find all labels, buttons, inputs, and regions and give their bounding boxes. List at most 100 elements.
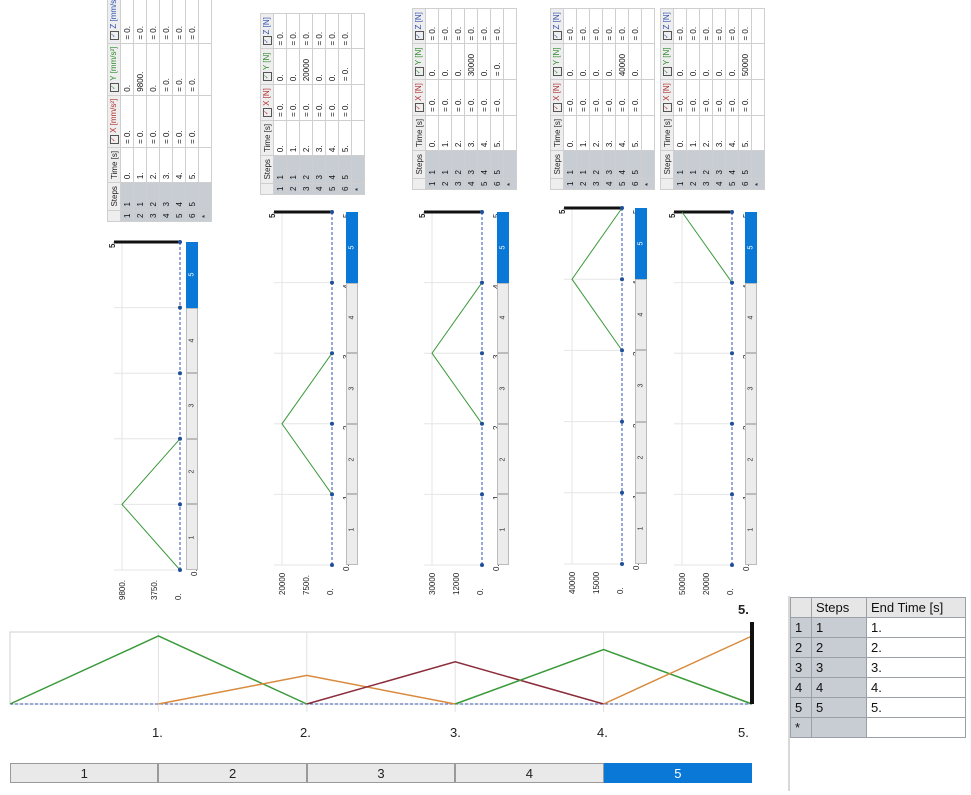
check-icon[interactable]: ✓ bbox=[662, 31, 672, 41]
step-cell[interactable]: 3 bbox=[602, 150, 616, 179]
data-point[interactable] bbox=[620, 277, 624, 282]
y-cell[interactable]: = 0. bbox=[490, 44, 504, 80]
y-cell[interactable]: 0. bbox=[325, 49, 339, 85]
z-cell[interactable]: = 0. bbox=[490, 8, 504, 44]
time-cell[interactable] bbox=[503, 115, 517, 151]
z-cell[interactable]: = 0. bbox=[602, 8, 616, 44]
y-cell[interactable]: 0. bbox=[477, 44, 491, 80]
table-row[interactable]: 2 2 2. bbox=[790, 637, 966, 658]
z-cell[interactable]: = 0. bbox=[120, 0, 134, 44]
step-segment-5[interactable]: 5 bbox=[497, 212, 509, 283]
component-header-y[interactable]: ✓Y [N] bbox=[412, 44, 426, 80]
y-cell[interactable]: 30000 bbox=[464, 44, 478, 80]
y-cell[interactable]: 40000 bbox=[615, 44, 629, 80]
data-point[interactable] bbox=[730, 210, 734, 214]
z-cell[interactable] bbox=[351, 13, 365, 49]
x-cell[interactable]: = 0. bbox=[312, 84, 326, 121]
step-cell[interactable]: 5 bbox=[490, 150, 504, 179]
z-cell[interactable]: = 0. bbox=[589, 8, 603, 44]
z-cell[interactable]: = 0. bbox=[451, 8, 465, 44]
time-cell[interactable]: 1. bbox=[576, 115, 590, 151]
time-cell[interactable]: 4. bbox=[325, 120, 339, 156]
x-cell[interactable]: = 0. bbox=[159, 95, 173, 148]
step-cell[interactable] bbox=[198, 182, 212, 211]
step-segment-4[interactable]: 4 bbox=[497, 282, 509, 354]
check-icon[interactable]: ✓ bbox=[552, 67, 562, 77]
component-header-x[interactable]: ✓X [mm/s²] bbox=[107, 95, 121, 148]
row-index[interactable]: 1 bbox=[673, 178, 687, 190]
time-cell[interactable] bbox=[751, 115, 765, 151]
row-index[interactable]: 6 bbox=[338, 183, 352, 195]
x-cell[interactable]: = 0. bbox=[338, 84, 352, 121]
table-row[interactable]: * bbox=[351, 13, 365, 195]
component-header-z[interactable]: ✓Z [N] bbox=[412, 8, 426, 44]
data-point[interactable] bbox=[330, 351, 334, 356]
x-cell[interactable]: = 0. bbox=[464, 79, 478, 116]
time-cell[interactable]: 3. bbox=[602, 115, 616, 151]
time-cell[interactable]: 0. bbox=[273, 120, 287, 156]
time-header[interactable]: Time [s] bbox=[550, 115, 564, 151]
row-index[interactable]: 5 bbox=[477, 178, 491, 190]
row-index[interactable]: * bbox=[641, 178, 655, 190]
check-icon[interactable]: ✓ bbox=[414, 102, 424, 112]
row-index[interactable]: 4 bbox=[312, 183, 326, 195]
steps-col-header[interactable]: Steps bbox=[811, 597, 867, 618]
x-cell[interactable]: = 0. bbox=[699, 79, 713, 116]
row-index[interactable]: 4 bbox=[712, 178, 726, 190]
row-index[interactable]: 1 bbox=[273, 183, 287, 195]
z-cell[interactable] bbox=[641, 8, 655, 44]
x-cell[interactable]: = 0. bbox=[628, 79, 642, 116]
time-header[interactable]: Time [s] bbox=[660, 115, 674, 151]
component-header-y[interactable]: ✓Y [N] bbox=[260, 49, 274, 85]
table-row[interactable]: 4 4 4. bbox=[790, 677, 966, 698]
x-cell[interactable]: = 0. bbox=[120, 95, 134, 148]
time-header[interactable]: Time [s] bbox=[412, 115, 426, 151]
step-segment-4[interactable]: 4 bbox=[346, 282, 358, 354]
z-cell[interactable] bbox=[198, 0, 212, 44]
check-icon[interactable]: ✓ bbox=[552, 31, 562, 41]
time-cell[interactable]: 3. bbox=[312, 120, 326, 156]
y-cell[interactable]: 0. bbox=[628, 44, 642, 80]
x-cell[interactable]: = 0. bbox=[738, 79, 752, 116]
time-cell[interactable]: 1. bbox=[286, 120, 300, 156]
data-point[interactable] bbox=[178, 436, 182, 441]
step-cell[interactable]: 5 bbox=[738, 150, 752, 179]
y-cell[interactable] bbox=[751, 44, 765, 80]
x-cell[interactable] bbox=[503, 79, 517, 116]
time-cell[interactable]: 4. bbox=[725, 115, 739, 151]
x-cell[interactable]: = 0. bbox=[425, 79, 439, 116]
row-index[interactable]: * bbox=[503, 178, 517, 190]
data-point[interactable] bbox=[330, 421, 334, 426]
time-cell[interactable]: 2. bbox=[699, 115, 713, 151]
row-index[interactable]: * bbox=[751, 178, 765, 190]
time-cell[interactable]: 2. bbox=[146, 147, 160, 183]
z-cell[interactable]: = 0. bbox=[325, 13, 339, 49]
row-index[interactable]: 5 bbox=[325, 183, 339, 195]
time-cell[interactable]: 1. bbox=[133, 147, 147, 183]
component-header-x[interactable]: ✓X [N] bbox=[660, 79, 674, 116]
check-icon[interactable]: ✓ bbox=[109, 82, 119, 92]
component-header-z[interactable]: ✓Z [mm/s²] bbox=[107, 0, 121, 44]
y-cell[interactable]: 0. bbox=[686, 44, 700, 80]
check-icon[interactable]: ✓ bbox=[662, 67, 672, 77]
check-icon[interactable]: ✓ bbox=[109, 30, 119, 40]
z-cell[interactable]: = 0. bbox=[273, 13, 287, 49]
row-index[interactable]: 6 bbox=[185, 210, 199, 222]
table-row[interactable]: * bbox=[503, 8, 517, 190]
step-cell[interactable]: 2 bbox=[146, 182, 160, 211]
y-cell[interactable]: 0. bbox=[725, 44, 739, 80]
time-cell[interactable]: 0. bbox=[673, 115, 687, 151]
step-cell[interactable]: 4 bbox=[725, 150, 739, 179]
x-cell[interactable] bbox=[351, 84, 365, 121]
time-cell[interactable]: 0. bbox=[120, 147, 134, 183]
row-index[interactable]: 3 bbox=[699, 178, 713, 190]
time-cell[interactable] bbox=[198, 147, 212, 183]
data-point[interactable] bbox=[330, 210, 334, 214]
x-cell[interactable]: = 0. bbox=[273, 84, 287, 121]
